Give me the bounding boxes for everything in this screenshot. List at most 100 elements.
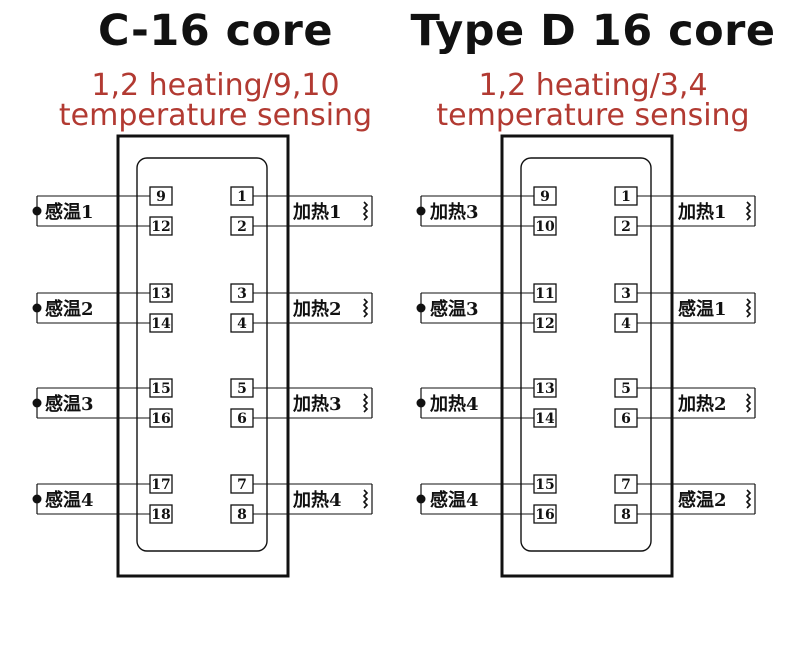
outer-label: 感温2	[678, 489, 727, 511]
right-title: Type D 16 core	[410, 6, 776, 56]
right-subtitle-line2: temperature sensing	[436, 98, 750, 133]
pin-box	[533, 216, 557, 236]
inner-label: 感温2	[45, 298, 94, 320]
pin-number: 7	[621, 477, 631, 493]
pin-number: 8	[621, 507, 631, 523]
terminal-dot-icon	[32, 303, 42, 313]
pin-box	[533, 504, 557, 524]
coil-icon	[362, 393, 369, 413]
outer-label: 加热1	[292, 201, 342, 223]
terminal-dot-icon	[416, 494, 426, 504]
pin-number: 17	[151, 477, 170, 493]
pin-number: 16	[535, 507, 554, 523]
left-connector: 912感温112加热11314感温234加热21516感温356加热31718感…	[32, 134, 373, 578]
pin-box	[149, 474, 173, 494]
pin-number: 3	[237, 286, 247, 302]
pin-number: 13	[535, 381, 554, 397]
pin-box	[149, 378, 173, 398]
terminal-dot-icon	[32, 494, 42, 504]
inner-label: 感温4	[45, 489, 94, 511]
pin-number: 14	[535, 411, 555, 427]
left-subtitle-line2: temperature sensing	[58, 98, 373, 133]
connector-inner-frame	[136, 157, 268, 552]
pin-box	[230, 474, 254, 494]
coil-icon	[362, 201, 369, 221]
pin-box	[614, 216, 638, 236]
pin-box	[533, 474, 557, 494]
pin-number: 5	[621, 381, 631, 397]
terminal-dot-icon	[416, 303, 426, 313]
inner-label: 感温3	[430, 298, 479, 320]
outer-label: 加热1	[677, 201, 727, 223]
pin-box	[230, 216, 254, 236]
pin-box	[533, 186, 557, 206]
outer-label: 加热2	[677, 393, 727, 415]
pin-number: 2	[621, 219, 631, 235]
connector-housing	[116, 134, 290, 578]
pin-box	[614, 313, 638, 333]
pin-group: 13 14 加热4 5 6 加热2	[416, 378, 756, 428]
inner-label: 加热4	[429, 393, 479, 415]
pin-box	[149, 186, 173, 206]
pin-box	[230, 378, 254, 398]
terminal-dot-icon	[32, 206, 42, 216]
connector-housing	[500, 134, 674, 578]
coil-icon	[362, 489, 369, 509]
coil-icon	[745, 201, 752, 221]
pin-number: 9	[156, 189, 166, 205]
pin-box	[230, 186, 254, 206]
pin-number: 12	[535, 316, 554, 332]
pin-number: 13	[151, 286, 170, 302]
outer-label: 加热3	[292, 393, 342, 415]
terminal-dot-icon	[416, 206, 426, 216]
pin-box	[614, 504, 638, 524]
inner-label: 感温1	[45, 201, 94, 223]
pin-number: 2	[237, 219, 247, 235]
pin-box	[230, 504, 254, 524]
pin-box	[614, 378, 638, 398]
pin-box	[533, 408, 557, 428]
pin-box	[614, 186, 638, 206]
terminal-dot-icon	[32, 398, 42, 408]
pin-group: 11 12 感温3 3 4 感温1	[416, 283, 756, 333]
pin-box	[149, 408, 173, 428]
pin-number: 1	[237, 189, 247, 205]
pin-number: 6	[237, 411, 247, 427]
pin-box	[230, 313, 254, 333]
pin-box	[149, 313, 173, 333]
pin-box	[614, 408, 638, 428]
pin-box	[149, 504, 173, 524]
pin-number: 12	[151, 219, 170, 235]
pin-number: 4	[621, 316, 631, 332]
pin-number: 1	[621, 189, 631, 205]
outer-label: 感温1	[678, 298, 727, 320]
inner-label: 感温3	[45, 393, 94, 415]
pin-number: 10	[535, 219, 555, 235]
inner-label: 加热3	[429, 201, 479, 223]
pin-box	[533, 283, 557, 303]
coil-icon	[362, 298, 369, 318]
terminal-dot-icon	[416, 398, 426, 408]
pin-box	[230, 283, 254, 303]
pin-box	[533, 313, 557, 333]
left-subtitle-line1: 1,2 heating/9,10	[91, 68, 340, 103]
pin-number: 14	[151, 316, 171, 332]
right-connector: 910加热312加热11112感温334感温11314加热456加热21516感…	[416, 134, 756, 578]
pin-number: 8	[237, 507, 247, 523]
pin-number: 6	[621, 411, 631, 427]
right-subtitle-line1: 1,2 heating/3,4	[478, 68, 708, 103]
pin-number: 4	[237, 316, 247, 332]
pin-number: 11	[535, 286, 554, 302]
pin-number: 18	[151, 507, 170, 523]
pin-number: 3	[621, 286, 631, 302]
coil-icon	[745, 489, 752, 509]
pin-number: 16	[151, 411, 170, 427]
pin-box	[230, 408, 254, 428]
